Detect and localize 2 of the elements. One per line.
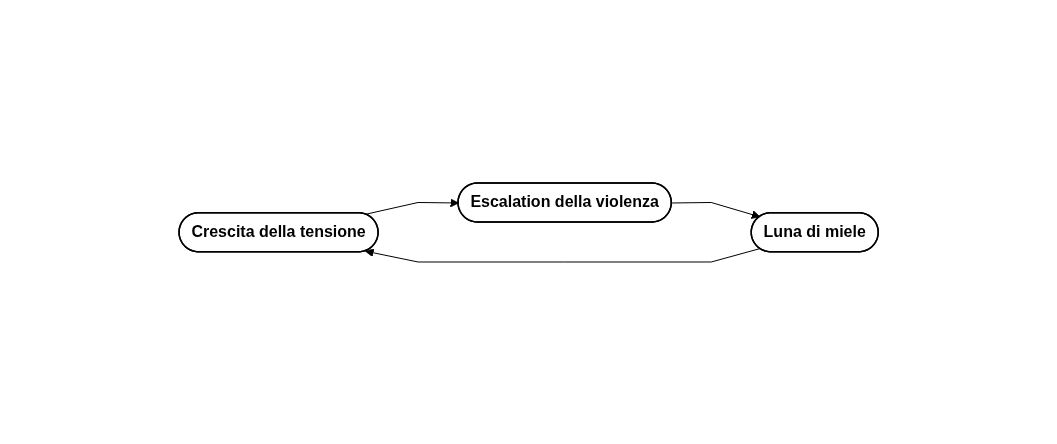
arrow — [364, 247, 761, 262]
arrow — [671, 201, 761, 219]
